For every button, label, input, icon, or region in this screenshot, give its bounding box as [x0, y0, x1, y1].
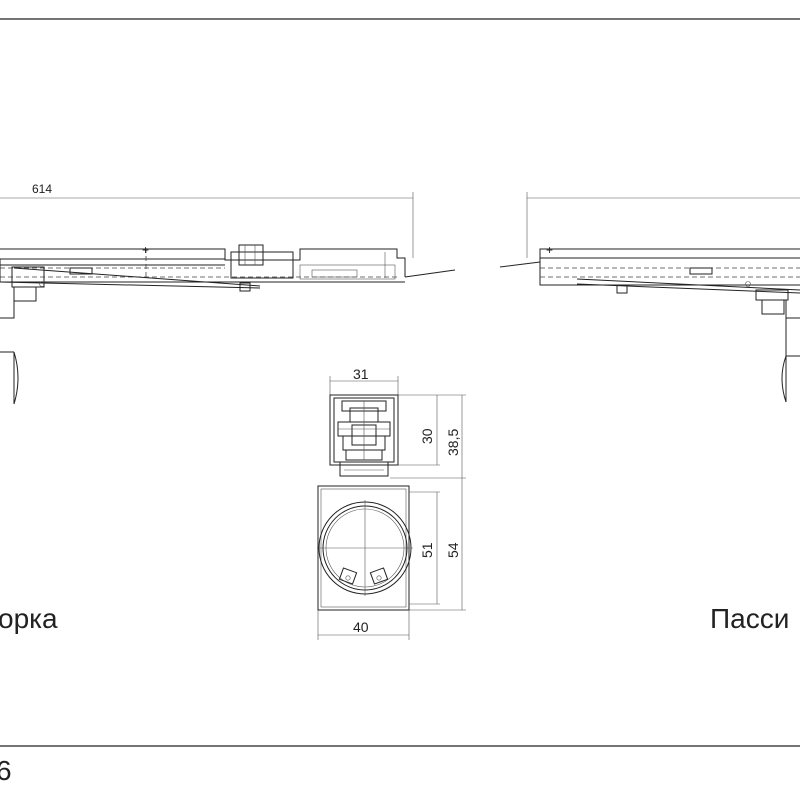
- dim-length-label: 614: [32, 182, 52, 196]
- dim-adapter-width: 40: [353, 619, 369, 635]
- adapter-top-view: 40 51 54: [317, 478, 466, 640]
- dim-adapter-inner: 51: [419, 542, 435, 558]
- right-side-view: +: [499, 192, 800, 403]
- dim-profile-height-total: 38,5: [445, 429, 461, 456]
- dim-adapter-height: 54: [445, 542, 461, 558]
- caption-right: Пасси: [710, 603, 789, 634]
- dim-profile-width: 31: [353, 366, 369, 382]
- dim-profile-height-inner: 30: [419, 428, 435, 444]
- left-side-view: 614 +: [0, 182, 456, 405]
- svg-text:+: +: [142, 243, 149, 257]
- caption-left: орка: [0, 603, 58, 634]
- page-number: 6: [0, 755, 12, 786]
- svg-text:+: +: [546, 243, 553, 257]
- profile-front-view: 31 30 38,5: [329, 366, 466, 479]
